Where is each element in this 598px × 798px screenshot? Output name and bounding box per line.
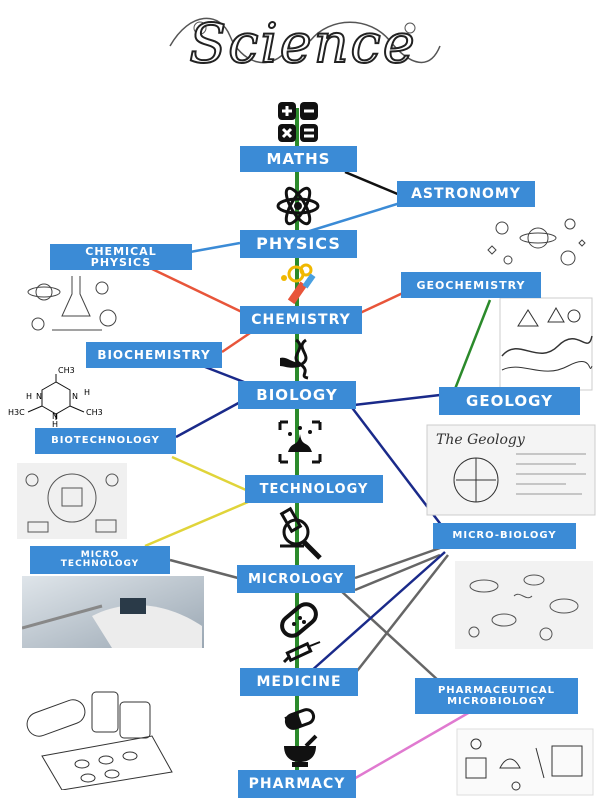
node-astronomy: ASTRONOMY — [397, 181, 535, 207]
geology-book-sketch-image: The Geology — [426, 424, 596, 516]
science-title: Science — [188, 11, 417, 76]
link-micrology-microbiology-1 — [354, 546, 441, 580]
node-geochemistry: GEOCHEMISTRY — [401, 272, 541, 298]
molecule-bonds — [27, 374, 85, 420]
microscope-icon — [279, 506, 322, 560]
pharmacy-doodle-image — [456, 728, 594, 796]
syringe-icon — [282, 641, 321, 664]
capsule-icon — [284, 708, 316, 730]
node-maths: MATHS — [240, 146, 357, 172]
node-physics: PHYSICS — [240, 230, 357, 258]
node-pharmacy: PHARMACY — [238, 770, 356, 798]
node-micrology: MICROLOGY — [237, 565, 355, 593]
link-micrology-microbiology-2 — [354, 553, 441, 592]
node-micro-technology: MICRO TECHNOLOGY — [30, 546, 170, 574]
link-microbiology-medicine-navy — [309, 551, 446, 673]
link-microtechnology-micrology — [169, 558, 239, 580]
node-biotechnology: BIOTECHNOLOGY — [35, 428, 176, 454]
molecule-label-h-bottom: H — [52, 420, 59, 429]
node-chemical-physics: CHEMICAL PHYSICS — [50, 244, 192, 270]
node-technology: TECHNOLOGY — [245, 475, 383, 503]
microchip-photo-image — [22, 576, 204, 648]
node-biology: BIOLOGY — [238, 381, 356, 409]
geology-sketch-image — [499, 297, 593, 391]
link-micrology-pharmmicro — [339, 589, 453, 694]
atom-icon — [276, 186, 320, 226]
node-medicine: MEDICINE — [240, 668, 358, 696]
dna-hand-icon — [280, 338, 309, 380]
link-geochemistry-geology — [453, 299, 492, 390]
calculator-icon — [278, 102, 318, 142]
molecule-label-ch3-right: CH3 — [86, 408, 103, 417]
link-biology-geology — [353, 393, 441, 407]
molecule-label-h-left: H — [26, 392, 33, 401]
flask-icon — [281, 263, 316, 304]
link-biology-biotechnology — [175, 398, 245, 439]
medicine-sketch-image — [26, 691, 173, 790]
link-physics-astronomy — [299, 198, 411, 236]
technology-sketch-image — [17, 463, 127, 539]
pill-bandage-icon — [280, 602, 318, 638]
link-chemistry-biochemistry — [221, 331, 251, 354]
link-maths-astronomy — [344, 170, 401, 197]
molecule-structure-image: CH3 N H N H H3C CH3 N H — [6, 366, 108, 429]
molecule-label-n-bottom: N — [52, 412, 58, 421]
node-micro-biology: MICRO-BIOLOGY — [433, 523, 576, 549]
title-swirl-decoration — [169, 17, 441, 64]
molecule-label-ch3-top: CH3 — [58, 366, 75, 375]
microbes-sketch-image — [455, 561, 593, 649]
mortar-pestle-icon — [284, 734, 318, 767]
molecule-label-n-right: N — [72, 392, 78, 401]
science-title-logo: Science — [160, 6, 446, 78]
molecule-label-n-left: N — [36, 392, 42, 401]
astronomy-sketch-image — [487, 218, 586, 266]
link-microbiology-medicine-gray — [349, 554, 449, 681]
link-chemistry-geochemistry — [359, 290, 406, 315]
link-biotechnology-technology — [171, 455, 247, 492]
link-physics-chemicalphysics — [189, 241, 241, 254]
chemistry-sketch-image — [27, 276, 117, 331]
link-chemicalphysics-chemistry — [149, 266, 245, 315]
molecule-label-h-right: H — [84, 388, 91, 397]
link-technology-microtechnology — [144, 500, 249, 548]
node-geology: GEOLOGY — [439, 387, 580, 415]
splash-icon — [278, 420, 322, 464]
node-biochemistry: BIOCHEMISTRY — [86, 342, 222, 368]
node-chemistry: CHEMISTRY — [240, 306, 362, 334]
node-pharmaceutical-microbiology: PHARMACEUTICAL MICROBIOLOGY — [415, 678, 578, 714]
link-pharmmicro-pharmacy — [351, 710, 471, 782]
molecule-label-h3c: H3C — [8, 408, 25, 417]
svg-text:The Geology: The Geology — [436, 432, 526, 448]
